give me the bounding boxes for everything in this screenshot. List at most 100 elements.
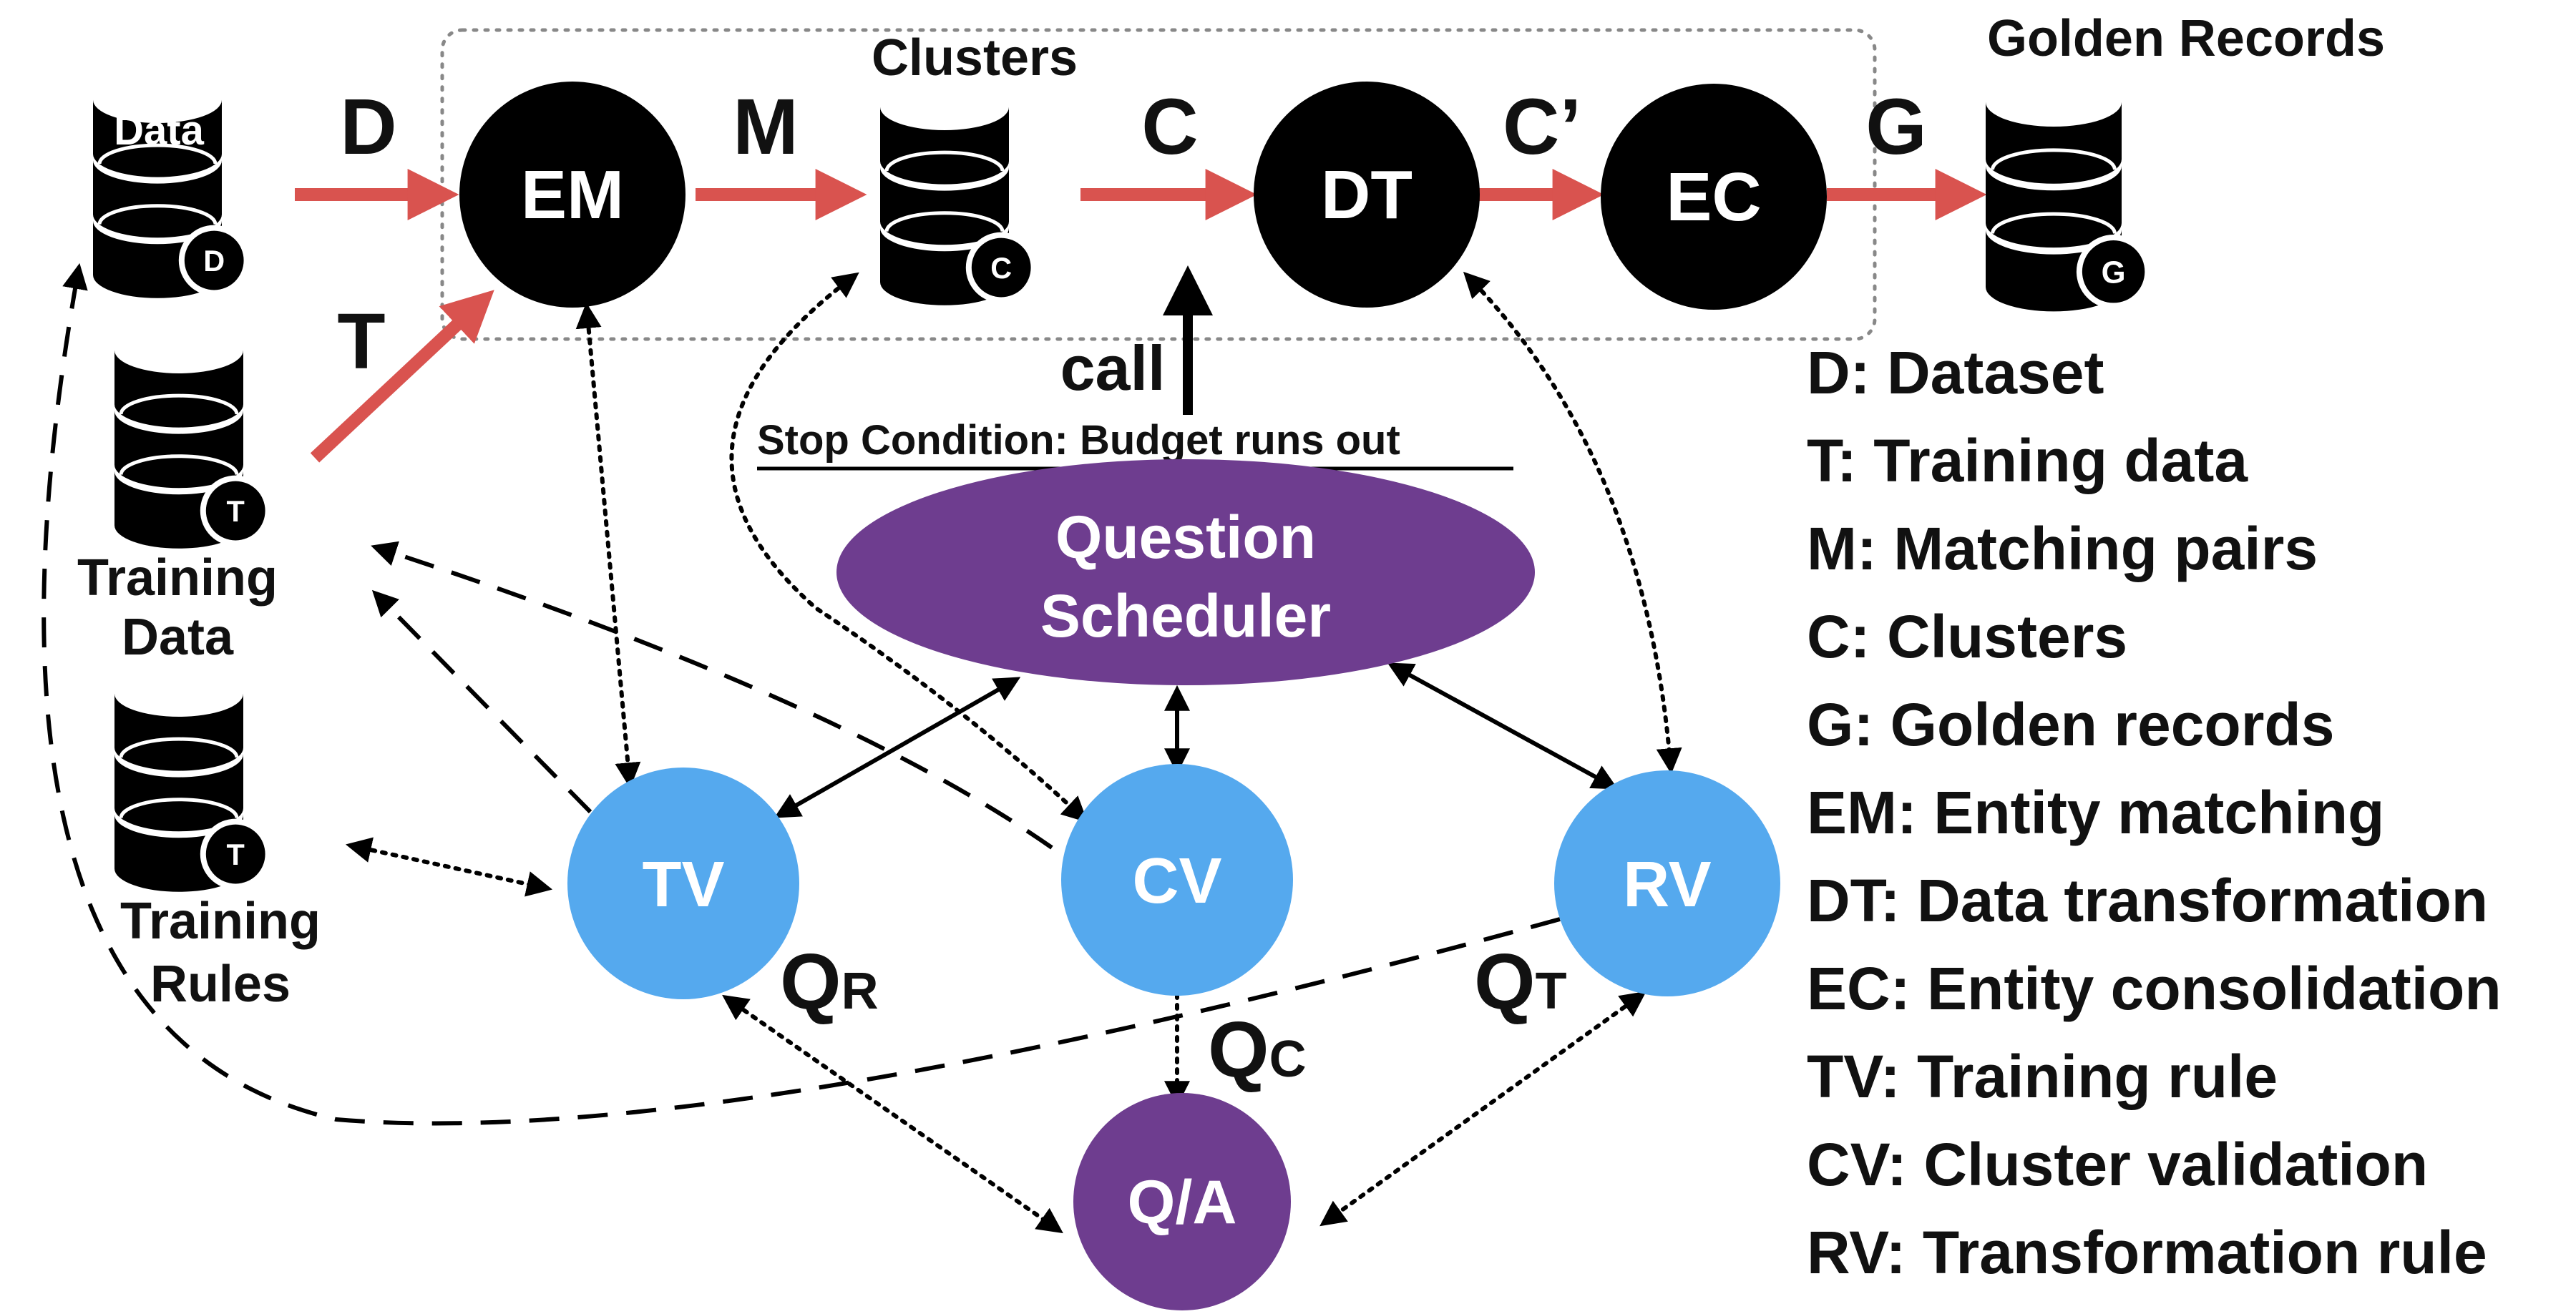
database-disc [114,411,243,489]
arrow-label-t: T [337,298,385,386]
database-disc [880,107,1009,185]
scheduler-line2: Scheduler [1040,582,1331,649]
data-flow-arrows [295,169,1987,463]
qr-main: Q [780,938,841,1026]
dotted-em-tv [575,302,641,789]
training-data-caption-1: Training [77,549,278,607]
database-disc [114,693,243,771]
database-badge [205,481,265,541]
database-badge-label: T [227,495,245,528]
node-tv[interactable]: TV [567,768,799,999]
database-badge [184,230,244,290]
database-disc [880,167,1009,245]
database-training-data[interactable]: T [114,333,271,549]
database-rim [119,454,239,475]
database-disc [1986,102,2122,184]
database-rim [97,83,218,104]
legend-item: CV: Cluster validation [1807,1131,2428,1198]
clusters-label: Clusters [872,29,1078,87]
question-label-qc: QC [1208,1006,1307,1094]
database-disc [114,754,243,832]
data-db-top-label: Data [114,107,204,154]
node-tv-label: TV [642,849,724,921]
call-label: call [1060,333,1166,403]
node-qa[interactable]: Q/A [1073,1093,1291,1310]
database-rim [97,143,218,165]
legend-item: D: Dataset [1807,339,2104,406]
database-badge [205,824,265,884]
node-dt-label: DT [1321,157,1413,233]
node-qa-label: Q/A [1128,1168,1237,1237]
node-ec-label: EC [1666,159,1761,235]
database-golden-records[interactable]: G [1986,84,2151,312]
database-badge [2082,240,2145,303]
node-dt[interactable]: DT [1254,82,1480,308]
database-disc [93,160,222,238]
database-rim [1991,212,2117,234]
database-rim [119,333,239,354]
database-data[interactable]: D [93,83,250,298]
legend-item: RV: Transformation rule [1807,1219,2487,1286]
legend-item: M: Matching pairs [1807,515,2318,582]
link-scheduler-tv [774,677,1021,818]
arrow-t [310,290,494,463]
legend-item: EC: Entity consolidation [1807,955,2502,1022]
node-cv-label: CV [1132,845,1221,917]
arrow-label-c-prime: C’ [1503,83,1581,171]
arrow-label-d: D [340,83,396,171]
database-training-rules[interactable]: T [114,677,271,892]
scheduler-line1: Question [1055,504,1316,571]
database-badge-label: T [227,838,245,871]
legend-item: G: Golden records [1807,691,2334,758]
database-rim [884,211,1005,232]
stop-condition-label: Stop Condition: Budget runs out [757,417,1400,464]
database-rim [97,204,218,225]
database-disc [93,99,222,177]
node-em[interactable]: EM [459,82,686,308]
legend-item: C: Clusters [1807,603,2127,670]
database-disc [1986,166,2122,248]
training-data-caption-2: Data [122,609,234,666]
database-rim [119,677,239,697]
qc-sub: C [1269,1031,1307,1088]
golden-records-label: Golden Records [1987,10,2385,67]
qt-main: Q [1474,938,1536,1026]
dotted-rules-tv [345,837,553,897]
database-rim [119,737,239,758]
database-rim [119,393,239,415]
database-badge [971,237,1031,298]
node-rv-label: RV [1623,849,1711,921]
database-disc [114,350,243,428]
training-rules-caption-1: Training [120,893,321,950]
database-badge-label: D [203,245,225,278]
node-rv[interactable]: RV [1554,770,1780,996]
dashed-tv-to-training-data [371,589,592,814]
qr-sub: R [841,963,879,1020]
question-scheduler[interactable]: Question Scheduler [836,459,1535,685]
pipeline-frame [440,28,1877,341]
scheduler-links [774,662,1619,818]
node-em-label: EM [521,157,624,233]
database-rim [884,90,1005,111]
legend: D: Dataset T: Training data M: Matching pa… [1807,339,2502,1286]
arrow-label-m: M [733,83,799,171]
node-ec[interactable]: EC [1601,84,1827,310]
qt-sub: T [1536,963,1567,1020]
database-rim [1991,148,2117,170]
training-rules-caption-2: Rules [150,956,291,1013]
node-cv[interactable]: CV [1061,764,1293,996]
legend-item: DT: Data transformation [1807,867,2488,934]
question-label-qt: QT [1474,938,1567,1026]
link-scheduler-rv [1387,662,1619,790]
dashed-rv-to-data [42,263,1561,1126]
legend-item: TV: Training rule [1807,1043,2278,1110]
legend-item: T: Training data [1807,427,2248,494]
database-badge-label: G [2102,255,2126,290]
question-label-qr: QR [780,938,879,1026]
database-rim [884,150,1005,172]
qc-main: Q [1208,1006,1269,1094]
database-clusters[interactable]: C [880,90,1037,305]
legend-item: EM: Entity matching [1807,779,2384,846]
database-rim [119,798,239,818]
